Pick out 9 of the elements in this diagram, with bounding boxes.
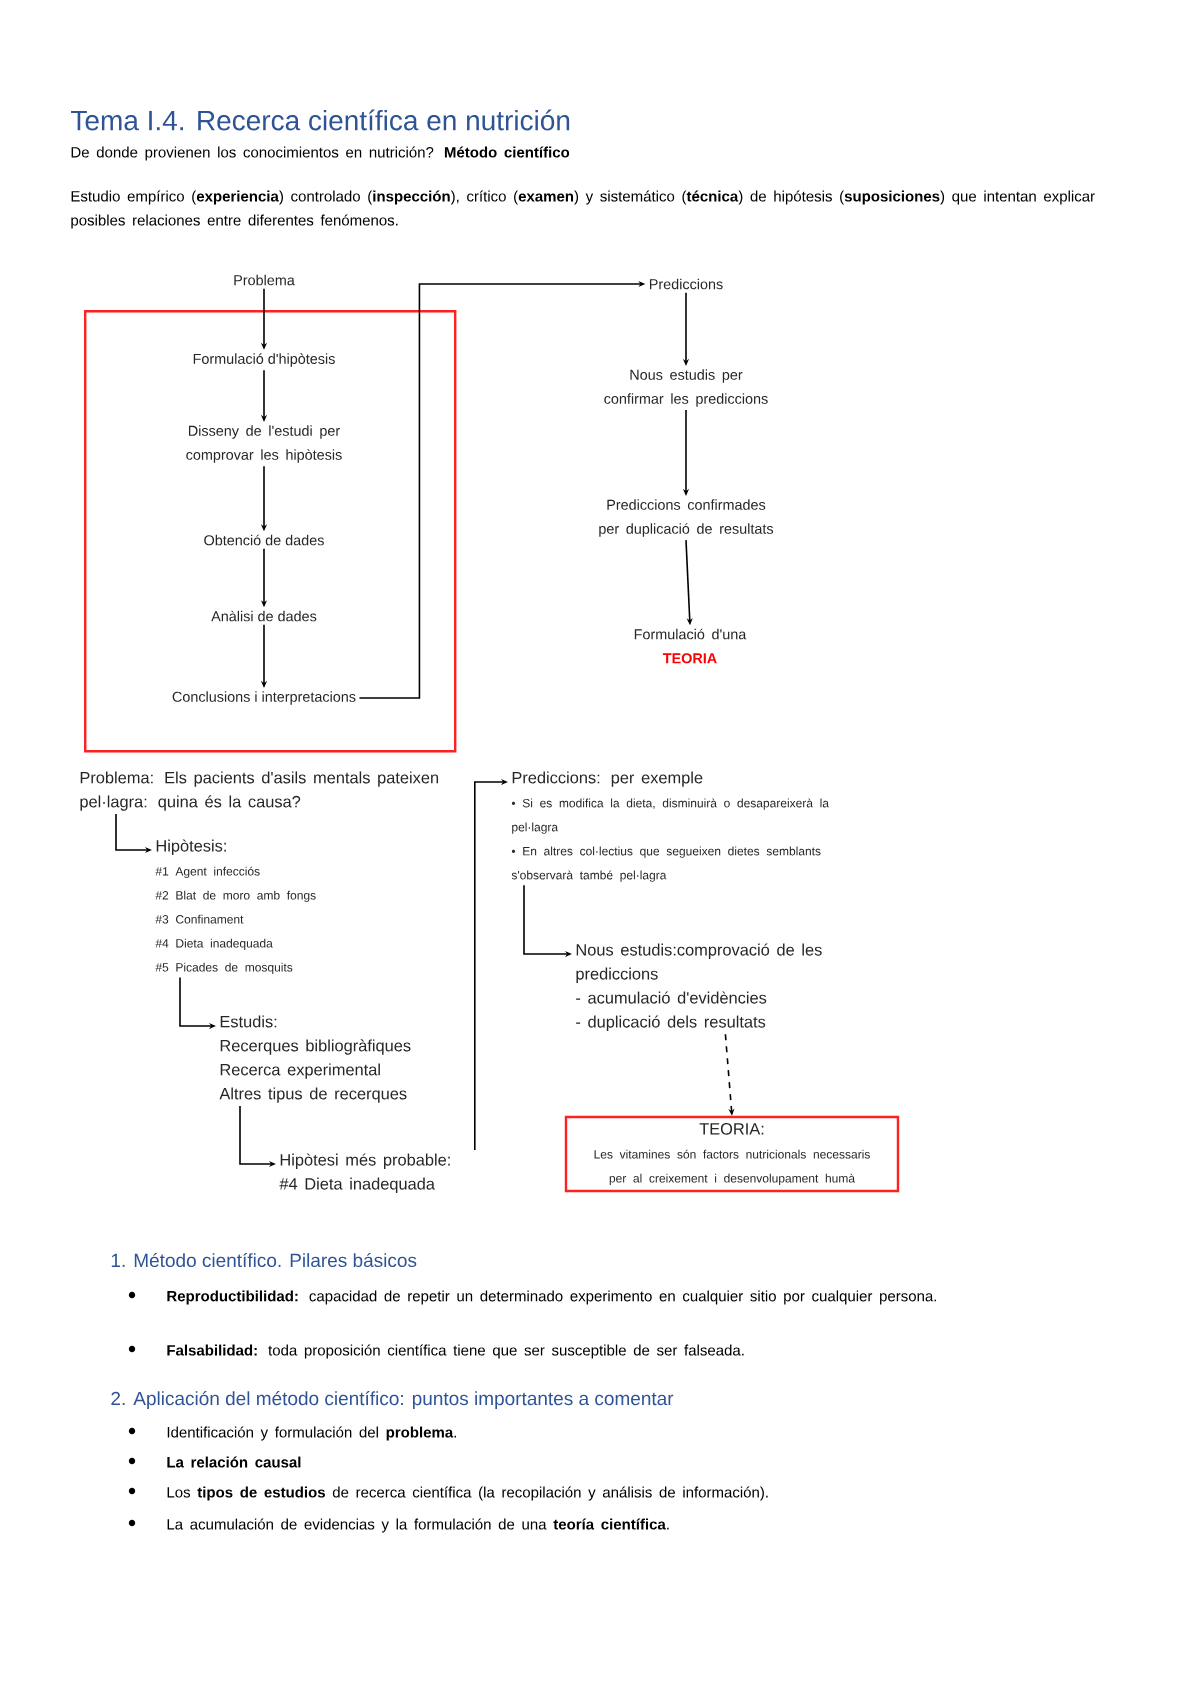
title: Tema I.4. Recerca científica en nutrición: [71, 109, 570, 131]
step-text: Problema: Els pacients d'asils mentals pateixen pel·lagra: quina és la causa?: [80, 771, 439, 811]
step-text: Estudis: Recerques bibliogràfiques Recerca experimental Altres tipus de recerques: [219, 1015, 411, 1103]
arrow: [474, 778, 508, 1151]
section-heading: 2. Aplicación del método científico: puntos importantes a comentar: [111, 1391, 674, 1409]
step-text: Hipòtesi més probable: #4 Dieta inadequada: [279, 1153, 450, 1193]
frame-box: [84, 310, 457, 753]
step-text: Nous estudis:comprovació de les prediccions - acumulació d'evidències - duplicació dels resultats: [576, 943, 822, 1031]
section-heading: 1. Método científico. Pilares básicos: [111, 1252, 417, 1268]
